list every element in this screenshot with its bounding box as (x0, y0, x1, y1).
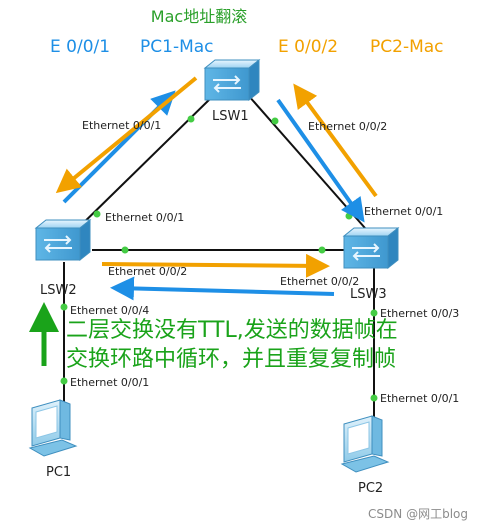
orange-arrow-lsw2-to-lsw3 (101, 253, 330, 278)
pc-icon[interactable] (340, 415, 390, 473)
flow-arrows (29, 76, 378, 366)
port-dot (271, 117, 279, 125)
orange-arrow-lsw3-to-lsw1 (293, 83, 378, 198)
blue-arrow-lsw3-to-lsw2 (110, 276, 335, 301)
port-dot (121, 246, 129, 254)
port-label: Ethernet 0/0/1 (82, 119, 161, 132)
right-caption-port: E 0/0/2 (278, 37, 338, 57)
port-dot (60, 377, 68, 385)
port-label: Ethernet 0/0/2 (108, 265, 187, 278)
port-label: Ethernet 0/0/1 (70, 376, 149, 389)
device-label-lsw3: LSW3 (350, 287, 387, 302)
switch-icon[interactable] (203, 58, 261, 102)
blue-arrow-lsw1-to-lsw3 (276, 98, 365, 223)
port-label: Ethernet 0/0/1 (364, 205, 443, 218)
switch-icon[interactable] (34, 218, 92, 262)
pc-icon[interactable] (28, 399, 78, 457)
port-dot (93, 210, 101, 218)
port-dot (187, 115, 195, 123)
port-label: Ethernet 0/0/2 (308, 120, 387, 133)
note-line-1: 二层交换没有TTL,发送的数据帧在 (66, 318, 398, 343)
orange-arrow-lsw1-to-lsw2 (55, 76, 198, 194)
port-label: Ethernet 0/0/1 (380, 392, 459, 405)
port-dot (370, 394, 378, 402)
port-label: Ethernet 0/0/2 (280, 275, 359, 288)
port-label: Ethernet 0/0/4 (70, 304, 149, 317)
left-caption-mac: PC1-Mac (140, 37, 214, 57)
port-dot (60, 303, 68, 311)
title-text: Mac地址翻滚 (151, 7, 247, 26)
right-caption-mac: PC2-Mac (370, 37, 444, 57)
device-label-pc2: PC2 (358, 481, 383, 496)
left-caption-port: E 0/0/1 (50, 37, 110, 57)
note-line-2: 交换环路中循环，并且重复复制帧 (66, 347, 396, 372)
device-label-pc1: PC1 (46, 465, 71, 480)
watermark: CSDN @网工blog (368, 507, 468, 521)
port-dot (318, 246, 326, 254)
device-label-lsw1: LSW1 (212, 109, 249, 124)
switch-icon[interactable] (342, 226, 400, 270)
port-dot (345, 212, 353, 220)
device-label-lsw2: LSW2 (40, 283, 77, 298)
port-label: Ethernet 0/0/3 (380, 307, 459, 320)
port-label: Ethernet 0/0/1 (105, 211, 184, 224)
port-dot (370, 309, 378, 317)
